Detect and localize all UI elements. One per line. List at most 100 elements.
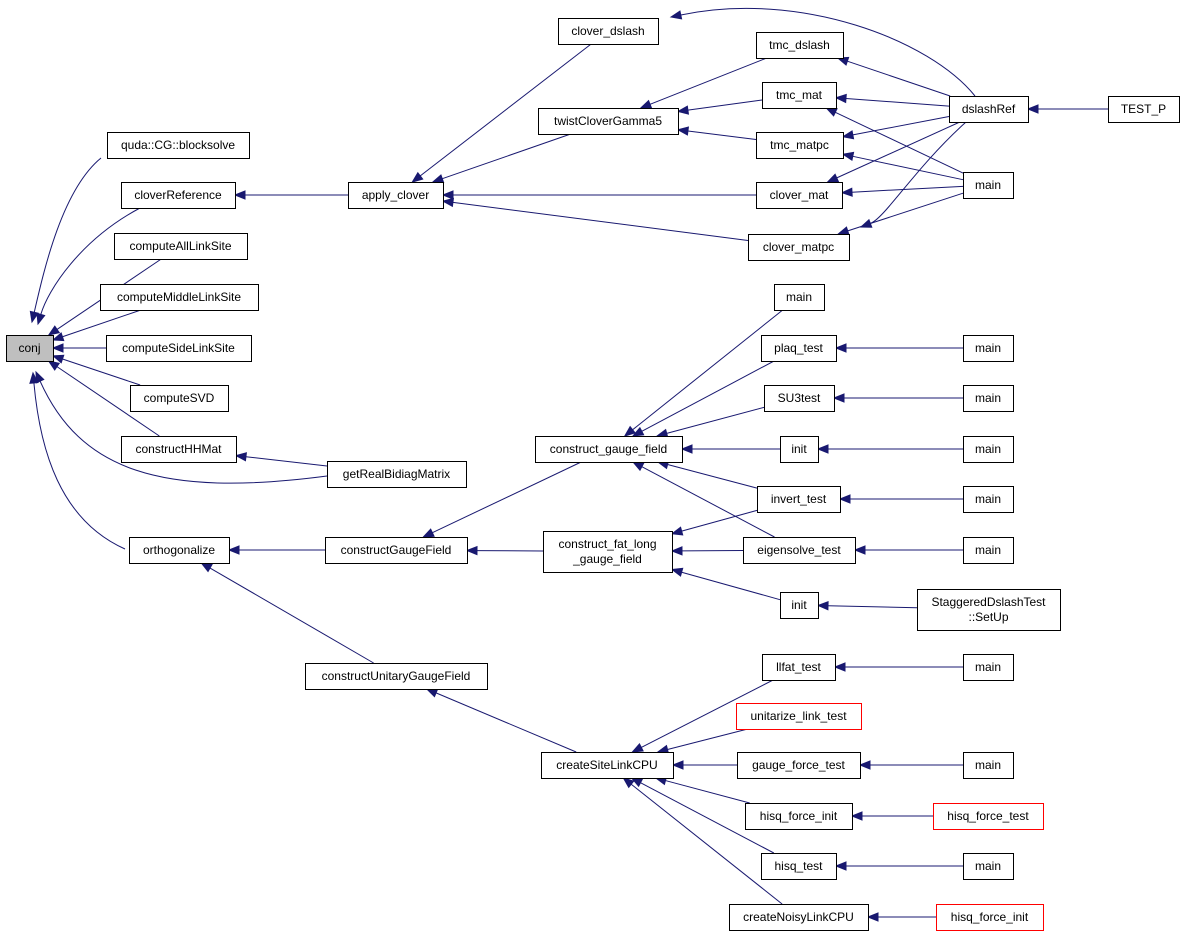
edge-main-h-to-llfat-test xyxy=(833,662,963,672)
edge-line xyxy=(641,679,774,748)
arrowhead xyxy=(825,107,838,117)
node-invert-test[interactable]: invert_test xyxy=(757,486,841,513)
node-eigensolve-test[interactable]: eigensolve_test xyxy=(743,537,856,564)
edge-apply-clover-to-clover-reference xyxy=(233,190,348,200)
node-orthogonalize[interactable]: orthogonalize xyxy=(129,537,230,564)
node-box xyxy=(756,132,844,159)
node-box xyxy=(756,32,844,59)
arrowhead xyxy=(850,811,863,821)
node-label: construct_gauge_field xyxy=(550,442,667,456)
arrowhead xyxy=(669,10,683,20)
node-twist-clover-gamma5[interactable]: twistCloverGamma5 xyxy=(538,108,679,135)
node-compute-middle-link-site[interactable]: computeMiddleLinkSite xyxy=(100,284,259,311)
node-llfat-test[interactable]: llfat_test xyxy=(762,654,836,681)
node-label: computeMiddleLinkSite xyxy=(117,290,241,304)
node-clover-matpc[interactable]: clover_matpc xyxy=(748,234,850,261)
node-main-b[interactable]: main xyxy=(963,172,1014,199)
node-main-j[interactable]: main xyxy=(963,853,1014,880)
node-label: init xyxy=(791,442,807,456)
node-label: hisq_force_test xyxy=(947,809,1029,823)
edge-create-noisy-link-cpu-to-create-site-link-cpu xyxy=(622,777,783,905)
arrowhead xyxy=(1026,104,1039,114)
node-box xyxy=(963,436,1014,463)
node-label: gauge_force_test xyxy=(752,758,845,772)
edge-main-c-to-plaq-test xyxy=(834,343,963,353)
arrowhead xyxy=(816,444,829,454)
edge-line xyxy=(641,360,775,432)
edge-construct-fat-long-to-construct-gauge-field xyxy=(465,545,544,556)
node-init-a[interactable]: init xyxy=(780,436,819,463)
node-construct-hhmat[interactable]: constructHHMat xyxy=(121,436,237,463)
edge-init-a-to-construct-gauge-field xyxy=(680,444,780,454)
edge-line xyxy=(666,406,765,434)
node-hisq-force-test[interactable]: hisq_force_test xyxy=(933,803,1044,830)
node-main-h[interactable]: main xyxy=(963,654,1014,681)
node-su3test[interactable]: SU3test xyxy=(764,385,835,412)
node-dslash-ref[interactable]: dslashRef xyxy=(949,96,1029,123)
node-create-noisy-link-cpu[interactable]: createNoisyLinkCPU xyxy=(729,904,869,931)
node-get-real-bidiag-matrix[interactable]: getRealBidiagMatrix xyxy=(327,461,467,488)
node-gauge-force-test[interactable]: gauge_force_test xyxy=(737,752,861,779)
node-label: main xyxy=(975,178,1001,192)
node-conj[interactable]: conj xyxy=(6,335,54,362)
node-construct-gauge-field[interactable]: construct_gauge_field xyxy=(535,436,683,463)
node-box xyxy=(761,335,837,362)
node-label: tmc_mat xyxy=(776,88,823,102)
edge-dslash-ref-to-clover-dslash xyxy=(669,7,976,97)
node-main-a[interactable]: main xyxy=(774,284,825,311)
edge-main-g-to-eigensolve-test xyxy=(853,545,963,555)
node-blocksolve[interactable]: quda::CG::blocksolve xyxy=(107,132,250,159)
node-label: llfat_test xyxy=(776,660,821,674)
node-label: createSiteLinkCPU xyxy=(556,758,657,772)
node-construct-fat-long[interactable]: construct_fat_long_gauge_field xyxy=(543,531,673,573)
node-box xyxy=(100,284,259,311)
node-construct-gauge-field[interactable]: constructGaugeField xyxy=(325,537,468,564)
node-tmc-mat[interactable]: tmc_mat xyxy=(762,82,837,109)
edge-main-i-to-gauge-force-test xyxy=(858,760,963,770)
node-label: createNoisyLinkCPU xyxy=(743,910,854,924)
node-hisq-force-init-a[interactable]: hisq_force_init xyxy=(745,803,853,830)
node-tmc-dslash[interactable]: tmc_dslash xyxy=(756,32,844,59)
edge-unitarize-link-test-to-create-site-link-cpu xyxy=(656,728,748,754)
node-test-p[interactable]: TEST_P xyxy=(1108,96,1180,123)
node-label: constructHHMat xyxy=(135,442,222,456)
node-staggered-dslash-test[interactable]: StaggeredDslashTest::SetUp xyxy=(917,589,1061,631)
node-init-b[interactable]: init xyxy=(780,592,819,619)
node-main-g[interactable]: main xyxy=(963,537,1014,564)
node-box xyxy=(963,335,1014,362)
node-label: apply_clover xyxy=(362,188,429,202)
node-main-d[interactable]: main xyxy=(963,385,1014,412)
node-main-i[interactable]: main xyxy=(963,752,1014,779)
node-compute-all-link-site[interactable]: computeAllLinkSite xyxy=(114,233,248,260)
node-tmc-matpc[interactable]: tmc_matpc xyxy=(756,132,844,159)
node-box xyxy=(305,663,488,690)
node-unitarize-link-test[interactable]: unitarize_link_test xyxy=(736,703,862,730)
node-label: computeSVD xyxy=(144,391,215,405)
node-label-line1: construct_fat_long xyxy=(558,537,656,551)
node-main-e[interactable]: main xyxy=(963,436,1014,463)
edge-gauge-force-test-to-create-site-link-cpu xyxy=(671,760,737,770)
node-compute-side-link-site[interactable]: computeSideLinkSite xyxy=(106,335,252,362)
node-label: invert_test xyxy=(771,492,827,506)
node-clover-dslash[interactable]: clover_dslash xyxy=(558,18,659,45)
arrowhead xyxy=(631,461,645,472)
node-apply-clover[interactable]: apply_clover xyxy=(348,182,444,209)
node-compute-svd[interactable]: computeSVD xyxy=(130,385,229,412)
node-main-c[interactable]: main xyxy=(963,335,1014,362)
arrowhead xyxy=(631,426,645,437)
node-main-f[interactable]: main xyxy=(963,486,1014,513)
node-create-site-link-cpu[interactable]: createSiteLinkCPU xyxy=(541,752,674,779)
arrowhead xyxy=(51,332,65,342)
arrowhead xyxy=(639,99,653,109)
node-plaq-test[interactable]: plaq_test xyxy=(761,335,837,362)
arrowhead xyxy=(422,528,435,538)
node-hisq-force-init-b[interactable]: hisq_force_init xyxy=(936,904,1044,931)
node-hisq-test[interactable]: hisq_test xyxy=(761,853,837,880)
edge-line xyxy=(836,121,961,179)
arrowhead xyxy=(441,197,455,208)
node-clover-mat[interactable]: clover_mat xyxy=(756,182,843,209)
node-box xyxy=(729,904,869,931)
node-clover-reference[interactable]: cloverReference xyxy=(121,182,236,209)
node-construct-unitary-gauge-field[interactable]: constructUnitaryGaugeField xyxy=(305,663,488,690)
arrowhead xyxy=(834,861,847,871)
